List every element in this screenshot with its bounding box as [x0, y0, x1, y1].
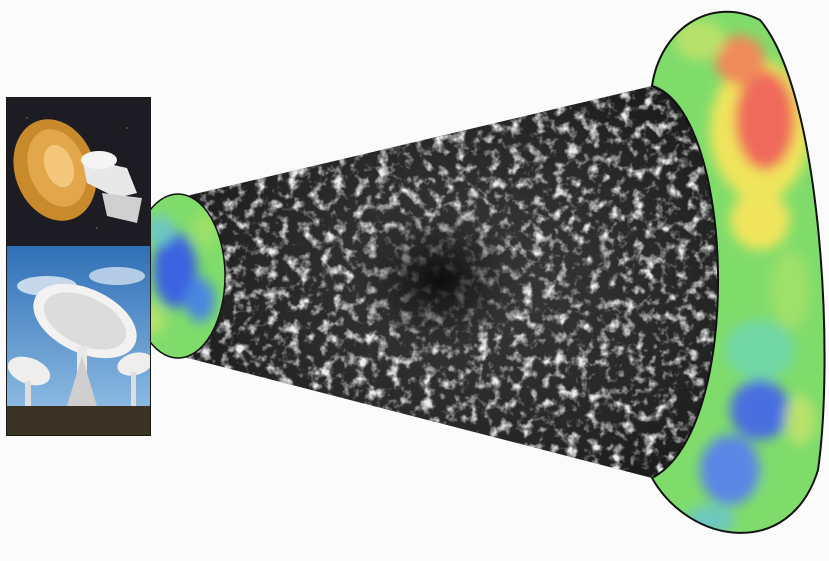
radio-telescope-image: [7, 246, 150, 436]
cosmic-web-cone: [170, 80, 770, 490]
instrument-photo-panel: [6, 97, 151, 436]
cosmic-void: [350, 205, 530, 355]
satellite-image: [7, 98, 150, 246]
